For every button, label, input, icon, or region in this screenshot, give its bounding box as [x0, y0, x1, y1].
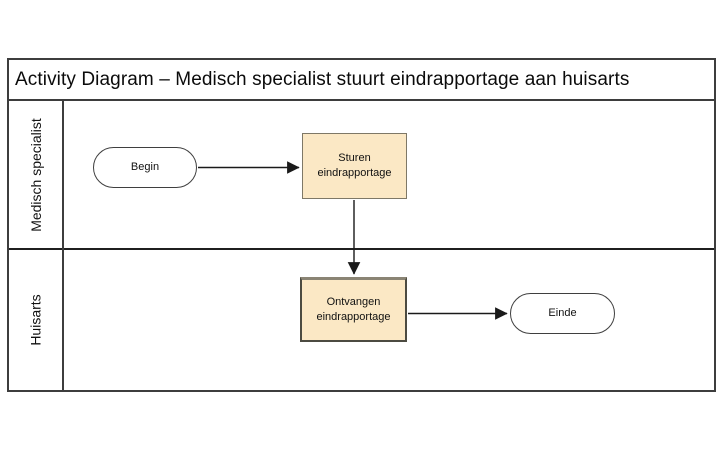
lane-header-medisch-specialist: Medisch specialist: [9, 101, 62, 250]
lane-header-huisarts: Huisarts: [9, 250, 62, 390]
end-node-einde: Einde: [510, 293, 615, 334]
end-node-label: Einde: [548, 307, 577, 320]
diagram-title: Activity Diagram – Medisch specialist st…: [15, 68, 630, 90]
lane-header-column: Medisch specialist Huisarts: [9, 101, 64, 390]
start-node-label: Begin: [130, 161, 160, 174]
action-node-sturen-eindrapportage: Sturen eindrapportage: [302, 133, 407, 199]
diagram-title-bar: Activity Diagram – Medisch specialist st…: [9, 60, 714, 101]
start-node-begin: Begin: [93, 147, 197, 188]
lane-label-huisarts: Huisarts: [27, 294, 44, 346]
action-node-label: Ontvangen eindrapportage: [316, 296, 391, 323]
lane-label-medisch-specialist: Medisch specialist: [27, 117, 44, 232]
action-node-ontvangen-eindrapportage: Ontvangen eindrapportage: [300, 277, 407, 342]
action-node-label: Sturen eindrapportage: [317, 152, 392, 179]
